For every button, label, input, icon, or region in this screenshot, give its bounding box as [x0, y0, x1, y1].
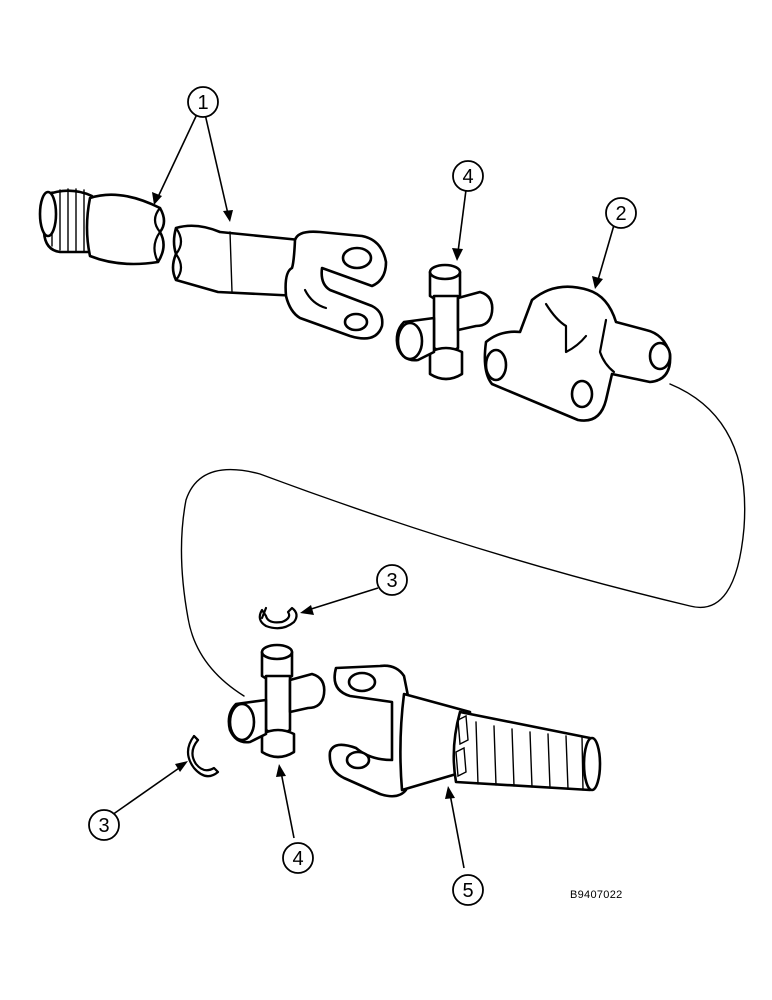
callout-3-lower-label: 3 [98, 815, 109, 837]
snap-ring-lower [186, 734, 220, 778]
callout-3-upper-label: 3 [386, 570, 397, 592]
callout-1: 1 [187, 86, 219, 118]
snap-ring-upper [258, 606, 298, 630]
splined-yoke [328, 664, 602, 798]
callout-5: 5 [452, 874, 484, 906]
upper-universal-joint [395, 263, 494, 381]
callout-3-lower: 3 [88, 809, 120, 841]
leader-lines [111, 111, 615, 869]
callout-3-upper: 3 [376, 564, 408, 596]
upper-drive-shaft [38, 188, 388, 340]
callout-4-lower: 4 [282, 842, 314, 874]
shaft-yoke [483, 285, 672, 422]
callout-4-upper-label: 4 [462, 166, 473, 188]
callout-4-lower-label: 4 [292, 848, 303, 870]
figure-id: B9407022 [570, 889, 623, 901]
callout-4-upper: 4 [452, 160, 484, 192]
callout-5-label: 5 [462, 880, 473, 902]
callout-2-label: 2 [615, 203, 626, 225]
assembly-relationship-line [180, 383, 746, 697]
callout-1-label: 1 [197, 92, 208, 114]
callout-2: 2 [605, 197, 637, 229]
lower-universal-joint [227, 643, 326, 759]
